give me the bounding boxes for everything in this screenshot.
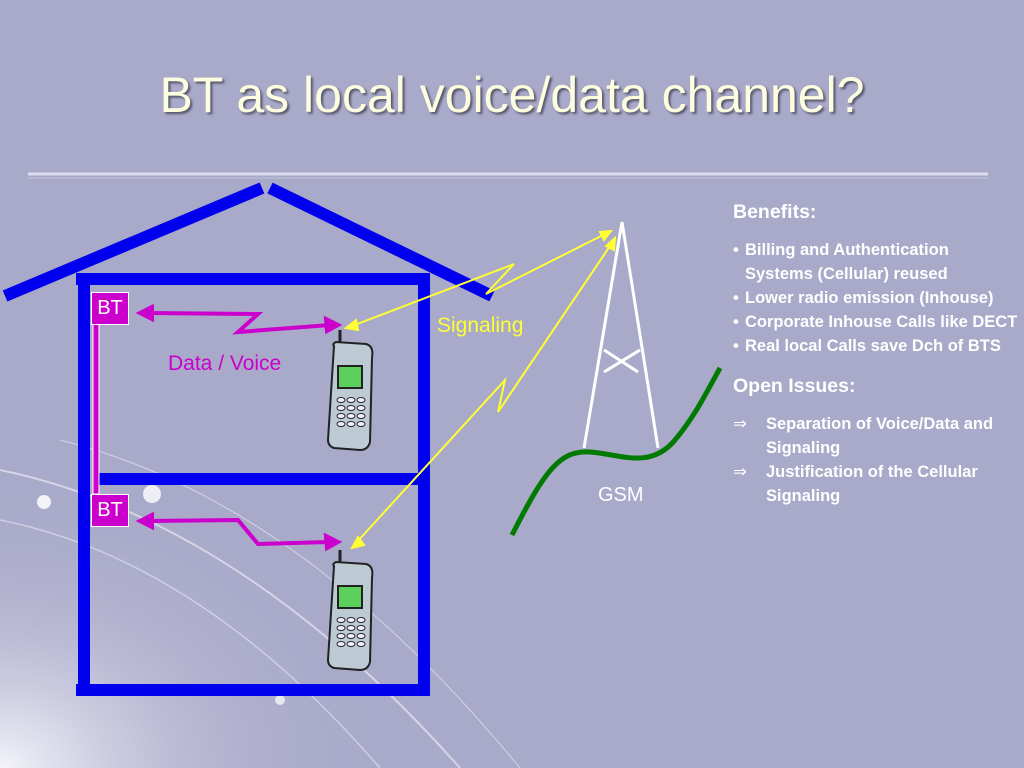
bt-connection-wire bbox=[92, 323, 100, 495]
issue-item: ⇒ Justification of the Cellular Signaling bbox=[733, 460, 1018, 508]
benefit-text: Billing and Authentication Systems (Cell… bbox=[745, 241, 949, 283]
benefit-item: • Real local Calls save Dch of BTS bbox=[733, 334, 1018, 358]
benefit-item: • Corporate Inhouse Calls like DECT bbox=[733, 310, 1018, 334]
bullet-icon: • bbox=[733, 313, 739, 331]
implies-arrow-icon: ⇒ bbox=[733, 415, 747, 433]
mobile-phone-icon bbox=[326, 330, 374, 452]
signaling-link-lower bbox=[350, 235, 617, 550]
benefits-panel: Benefits: • Billing and Authentication Sy… bbox=[733, 200, 1018, 508]
benefit-item: • Lower radio emission (Inhouse) bbox=[733, 286, 1018, 310]
issue-item: ⇒ Separation of Voice/Data and Signaling bbox=[733, 412, 1018, 460]
implies-arrow-icon: ⇒ bbox=[733, 463, 747, 481]
data-voice-link-lower bbox=[135, 511, 343, 552]
data-voice-link-upper bbox=[135, 303, 343, 335]
benefit-text: Real local Calls save Dch of BTS bbox=[745, 337, 1001, 355]
house-outline bbox=[2, 182, 495, 696]
bullet-icon: • bbox=[733, 337, 739, 355]
signaling-link-upper bbox=[343, 229, 614, 332]
issue-text: Separation of Voice/Data and Signaling bbox=[766, 415, 994, 457]
benefit-text: Lower radio emission (Inhouse) bbox=[745, 289, 994, 307]
open-issues-heading: Open Issues: bbox=[733, 375, 856, 397]
slide-title: BT as local voice/data channel? bbox=[159, 67, 865, 123]
bt-unit-lower: BT bbox=[91, 494, 129, 527]
gsm-tower bbox=[582, 221, 660, 449]
benefits-heading: Benefits: bbox=[733, 201, 817, 223]
gsm-label: GSM bbox=[598, 484, 644, 506]
gsm-coverage-curve bbox=[509, 366, 723, 537]
bullet-icon: • bbox=[733, 241, 739, 259]
mobile-phone-icon bbox=[326, 550, 374, 672]
benefit-text: Corporate Inhouse Calls like DECT bbox=[745, 313, 1018, 331]
benefit-item: • Billing and Authentication Systems (Cel… bbox=[733, 238, 1018, 286]
bullet-icon: • bbox=[733, 289, 739, 307]
data-voice-label: Data / Voice bbox=[168, 352, 282, 375]
issue-text: Justification of the Cellular Signaling bbox=[766, 463, 978, 505]
signaling-label: Signaling bbox=[437, 314, 524, 337]
bt-unit-upper: BT bbox=[91, 292, 129, 325]
